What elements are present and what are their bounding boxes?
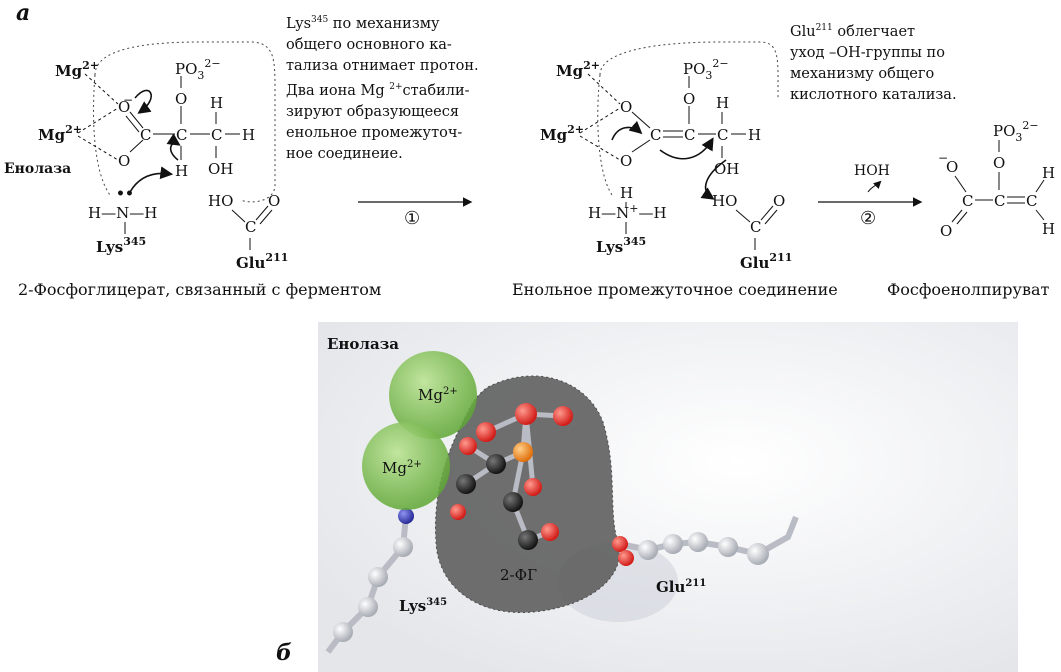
mg-top-text: Mg [418,386,443,404]
svg-text:Mg2+: Mg2+ [556,59,600,80]
svg-text:H: H [1042,220,1055,238]
svg-text:Lys345: Lys345 [596,235,646,256]
svg-text:Mg2+: Mg2+ [55,59,99,80]
note1-sup: 345 [311,15,329,25]
svg-text:Glu211: Glu211 [236,251,288,272]
svg-text:H: H [175,162,188,180]
structure-2-phosphoglycerate: Mg2+ Mg2+ O O − C C O PO32− C H H OH H •… [38,41,288,272]
label-mg-top: Mg2+ [418,383,458,404]
label-glu: Glu211 [656,575,706,596]
note1-line: стабили- [402,82,470,99]
svg-text:HO: HO [208,192,233,210]
note1-line: по механизму [328,15,440,32]
svg-text:O: O [118,98,130,116]
mg-top-charge: 2+ [442,386,458,397]
svg-text:H: H [210,94,223,112]
svg-text:O: O [683,90,695,108]
note1-sup: 2+ [389,81,403,92]
note2-line: кислотного катализа. [790,86,957,103]
note-lys-catalysis: Lys345 по механизму общего основного ка-… [286,10,516,165]
lys-sup: 345 [426,597,448,608]
svg-text:C: C [994,192,1005,210]
svg-text:O: O [175,90,187,108]
svg-text:O: O [620,98,632,116]
panel-b-letter: б [276,640,292,666]
svg-text:H: H [716,94,729,112]
note1-line: Lys [286,15,312,32]
svg-text:PO32−: PO32− [175,57,221,82]
structure-phosphoenolpyruvate: O − C O C O PO32− C H H [938,119,1055,240]
svg-text:C: C [176,126,187,144]
svg-text:C: C [684,126,695,144]
svg-text:O: O [268,192,280,210]
svg-text:••: •• [116,186,134,202]
svg-text:O: O [773,192,785,210]
svg-text:C: C [1026,192,1037,210]
svg-text:O: O [940,222,952,240]
water-label: HOH [854,163,890,179]
svg-text:C: C [650,126,661,144]
svg-text:OH: OH [714,160,739,178]
svg-text:O: O [946,158,958,176]
svg-text:H: H [748,126,761,144]
reaction-scheme: Mg2+ Mg2+ O O − C C O PO32− C H H OH H •… [38,41,1055,272]
glu-text: Glu [656,578,686,596]
svg-text:O: O [118,152,130,170]
note-glu-catalysis: Glu211 облегчает уход –OH-группы по меха… [790,18,1020,106]
label-lys: Lys345 [399,594,447,615]
structure-enol-intermediate: Mg2+ Mg2+ O O C C O PO32− C H H OH H H—N… [540,41,792,272]
note1-line: зируют образующееся [286,103,460,120]
svg-text:H—N+—H: H—N+—H [588,202,667,222]
svg-text:C: C [140,126,151,144]
mg-bottom-text: Mg [382,459,407,477]
svg-text:C: C [750,218,761,236]
note1-line: тализа отнимает протон. [286,57,479,74]
svg-text:Mg2+: Mg2+ [38,123,82,144]
svg-text:PO32−: PO32− [993,119,1039,144]
svg-text:C: C [717,126,728,144]
svg-text:H: H [242,126,255,144]
label-enolase-b: Енолаза [327,335,400,353]
label-enolase-a: Енолаза [4,161,72,177]
svg-text:C: C [245,218,256,236]
active-site-3d-model [318,322,1018,672]
note2-line: Glu [790,23,816,40]
note1-line: Два иона Mg [286,82,390,99]
note1-line: общего основного ка- [286,36,452,53]
svg-text:OH: OH [208,160,233,178]
label-mg-bottom: Mg2+ [382,456,422,477]
svg-text:C: C [962,192,973,210]
lys-text: Lys [399,597,427,615]
svg-text:Lys345: Lys345 [96,235,146,256]
caption-pep: Фосфоенолпируват [887,280,1050,299]
svg-text:H—N—H: H—N—H [88,204,157,222]
note1-line: ное соединеие. [286,145,403,162]
note2-line: уход –OH-группы по [790,44,945,61]
note2-line: механизму общего [790,65,935,82]
step-1-marker: ① [404,208,421,229]
caption-2pg: 2-Фосфоглицерат, связанный с ферментом [18,280,382,299]
svg-text:HO: HO [712,192,737,210]
svg-text:Glu211: Glu211 [740,251,792,272]
svg-text:Mg2+: Mg2+ [540,123,584,144]
label-2pg: 2-ФГ [500,566,537,584]
svg-text:C: C [211,126,222,144]
svg-text:−: − [938,151,948,165]
svg-text:O: O [620,152,632,170]
note2-line: облегчает [832,23,916,40]
caption-enol: Енольное промежуточное соединение [512,280,838,299]
glu-sup: 211 [685,578,707,589]
svg-text:H: H [620,184,633,202]
note1-line: енольное промежуточ- [286,124,463,141]
step-2-marker: ② [860,208,877,229]
mg-sphere-bottom [362,422,450,510]
svg-text:PO32−: PO32− [683,57,729,82]
svg-text:O: O [993,154,1005,172]
panel-a-letter: а [16,0,31,26]
svg-text:H: H [1042,164,1055,182]
mg-bottom-charge: 2+ [406,459,422,470]
note2-sup: 211 [815,23,833,33]
svg-text:−: − [123,93,133,107]
mg-sphere-top [389,351,477,439]
